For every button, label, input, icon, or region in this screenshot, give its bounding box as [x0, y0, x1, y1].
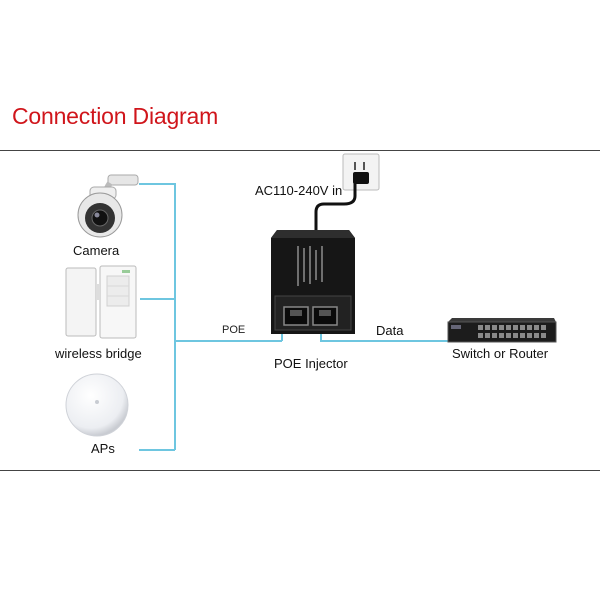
wall-socket [340, 152, 382, 192]
poe-link-label: POE [222, 324, 246, 336]
aps-cable [139, 449, 175, 451]
poe-cable [174, 340, 282, 342]
power-input-label: AC110-240V in [255, 183, 343, 198]
ap-device [64, 372, 130, 438]
poe-bus-cable [174, 183, 176, 450]
network-switch-icon [447, 318, 557, 343]
wireless-bridge-device [62, 264, 140, 340]
top-divider [0, 150, 600, 151]
poe-injector-icon [271, 230, 355, 334]
data-link-label: Data [376, 323, 404, 338]
camera-cable [139, 183, 175, 185]
camera-icon [77, 174, 139, 238]
wireless-bridge-icon [65, 265, 137, 339]
camera-device [64, 165, 144, 245]
wireless-bridge-label: wireless bridge [55, 346, 142, 361]
bottom-divider [0, 470, 600, 471]
power-socket-icon [342, 153, 380, 191]
power-cable [314, 182, 357, 234]
switch-device [446, 316, 558, 344]
data-cable [320, 340, 448, 342]
switch-label: Switch or Router [452, 346, 549, 361]
camera-label: Camera [73, 243, 120, 258]
poe-injector-device [267, 224, 359, 334]
diagram-title: Connection Diagram [12, 103, 219, 129]
access-point-icon [65, 373, 129, 437]
poe-injector-label: POE Injector [274, 356, 348, 371]
aps-label: APs [91, 441, 115, 456]
bridge-cable [140, 298, 175, 300]
